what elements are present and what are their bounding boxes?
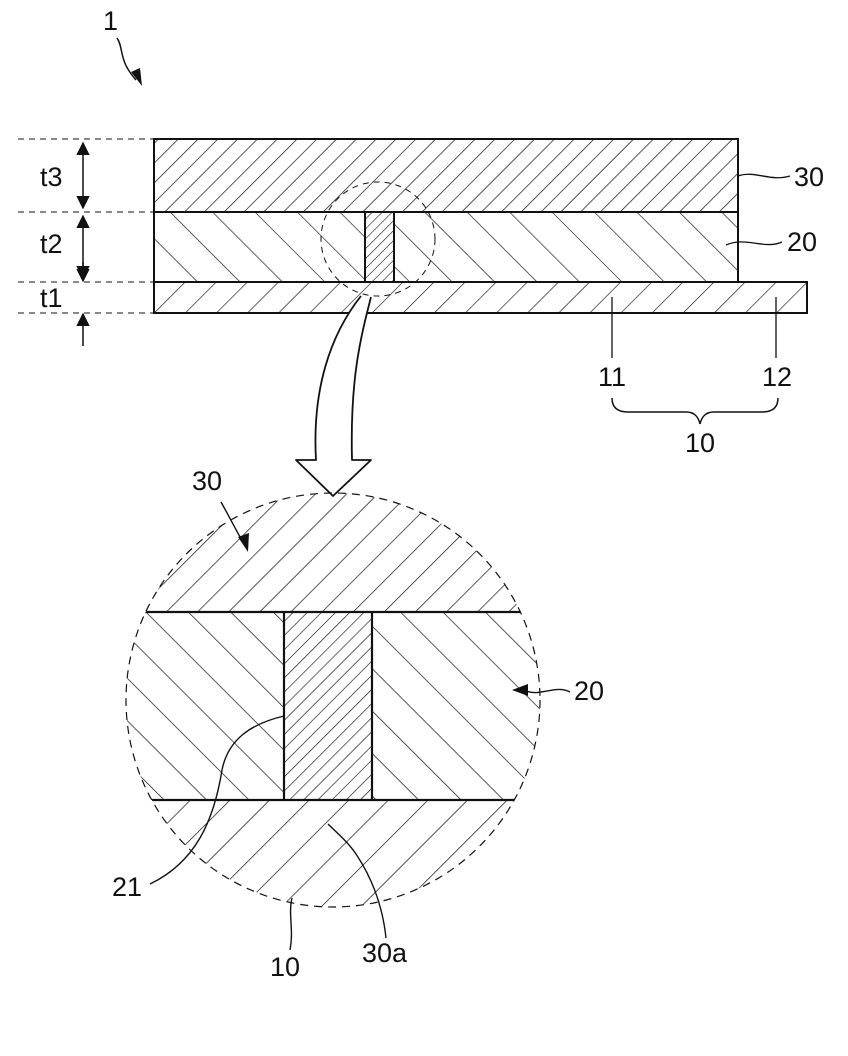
substrate-10 — [154, 282, 807, 313]
detail-label-10: 10 — [270, 952, 300, 982]
label-20: 20 — [787, 227, 817, 257]
layer-30 — [154, 139, 738, 212]
layer-20 — [154, 212, 738, 282]
detail-label-21: 21 — [112, 872, 142, 902]
thickness-label-t1: t1 — [40, 283, 63, 313]
label-30: 30 — [794, 162, 824, 192]
ref-label-1: 1 — [103, 6, 118, 36]
pin-30a-hatch — [365, 212, 394, 282]
detail-label-20: 20 — [574, 676, 604, 706]
brace-10 — [612, 398, 778, 424]
label-12: 12 — [762, 362, 792, 392]
thickness-guides — [18, 139, 154, 313]
thickness-label-t3: t3 — [40, 162, 63, 192]
leader-30 — [738, 174, 790, 177]
label-11: 11 — [598, 362, 626, 392]
thickness-label-t2: t2 — [40, 229, 63, 259]
magnify-arrow — [296, 296, 371, 496]
detail-label-30: 30 — [192, 466, 222, 496]
detail-label-30a: 30a — [362, 938, 408, 968]
detail-view — [120, 490, 550, 920]
detail-leader-10 — [290, 898, 292, 950]
label-10: 10 — [685, 428, 715, 458]
